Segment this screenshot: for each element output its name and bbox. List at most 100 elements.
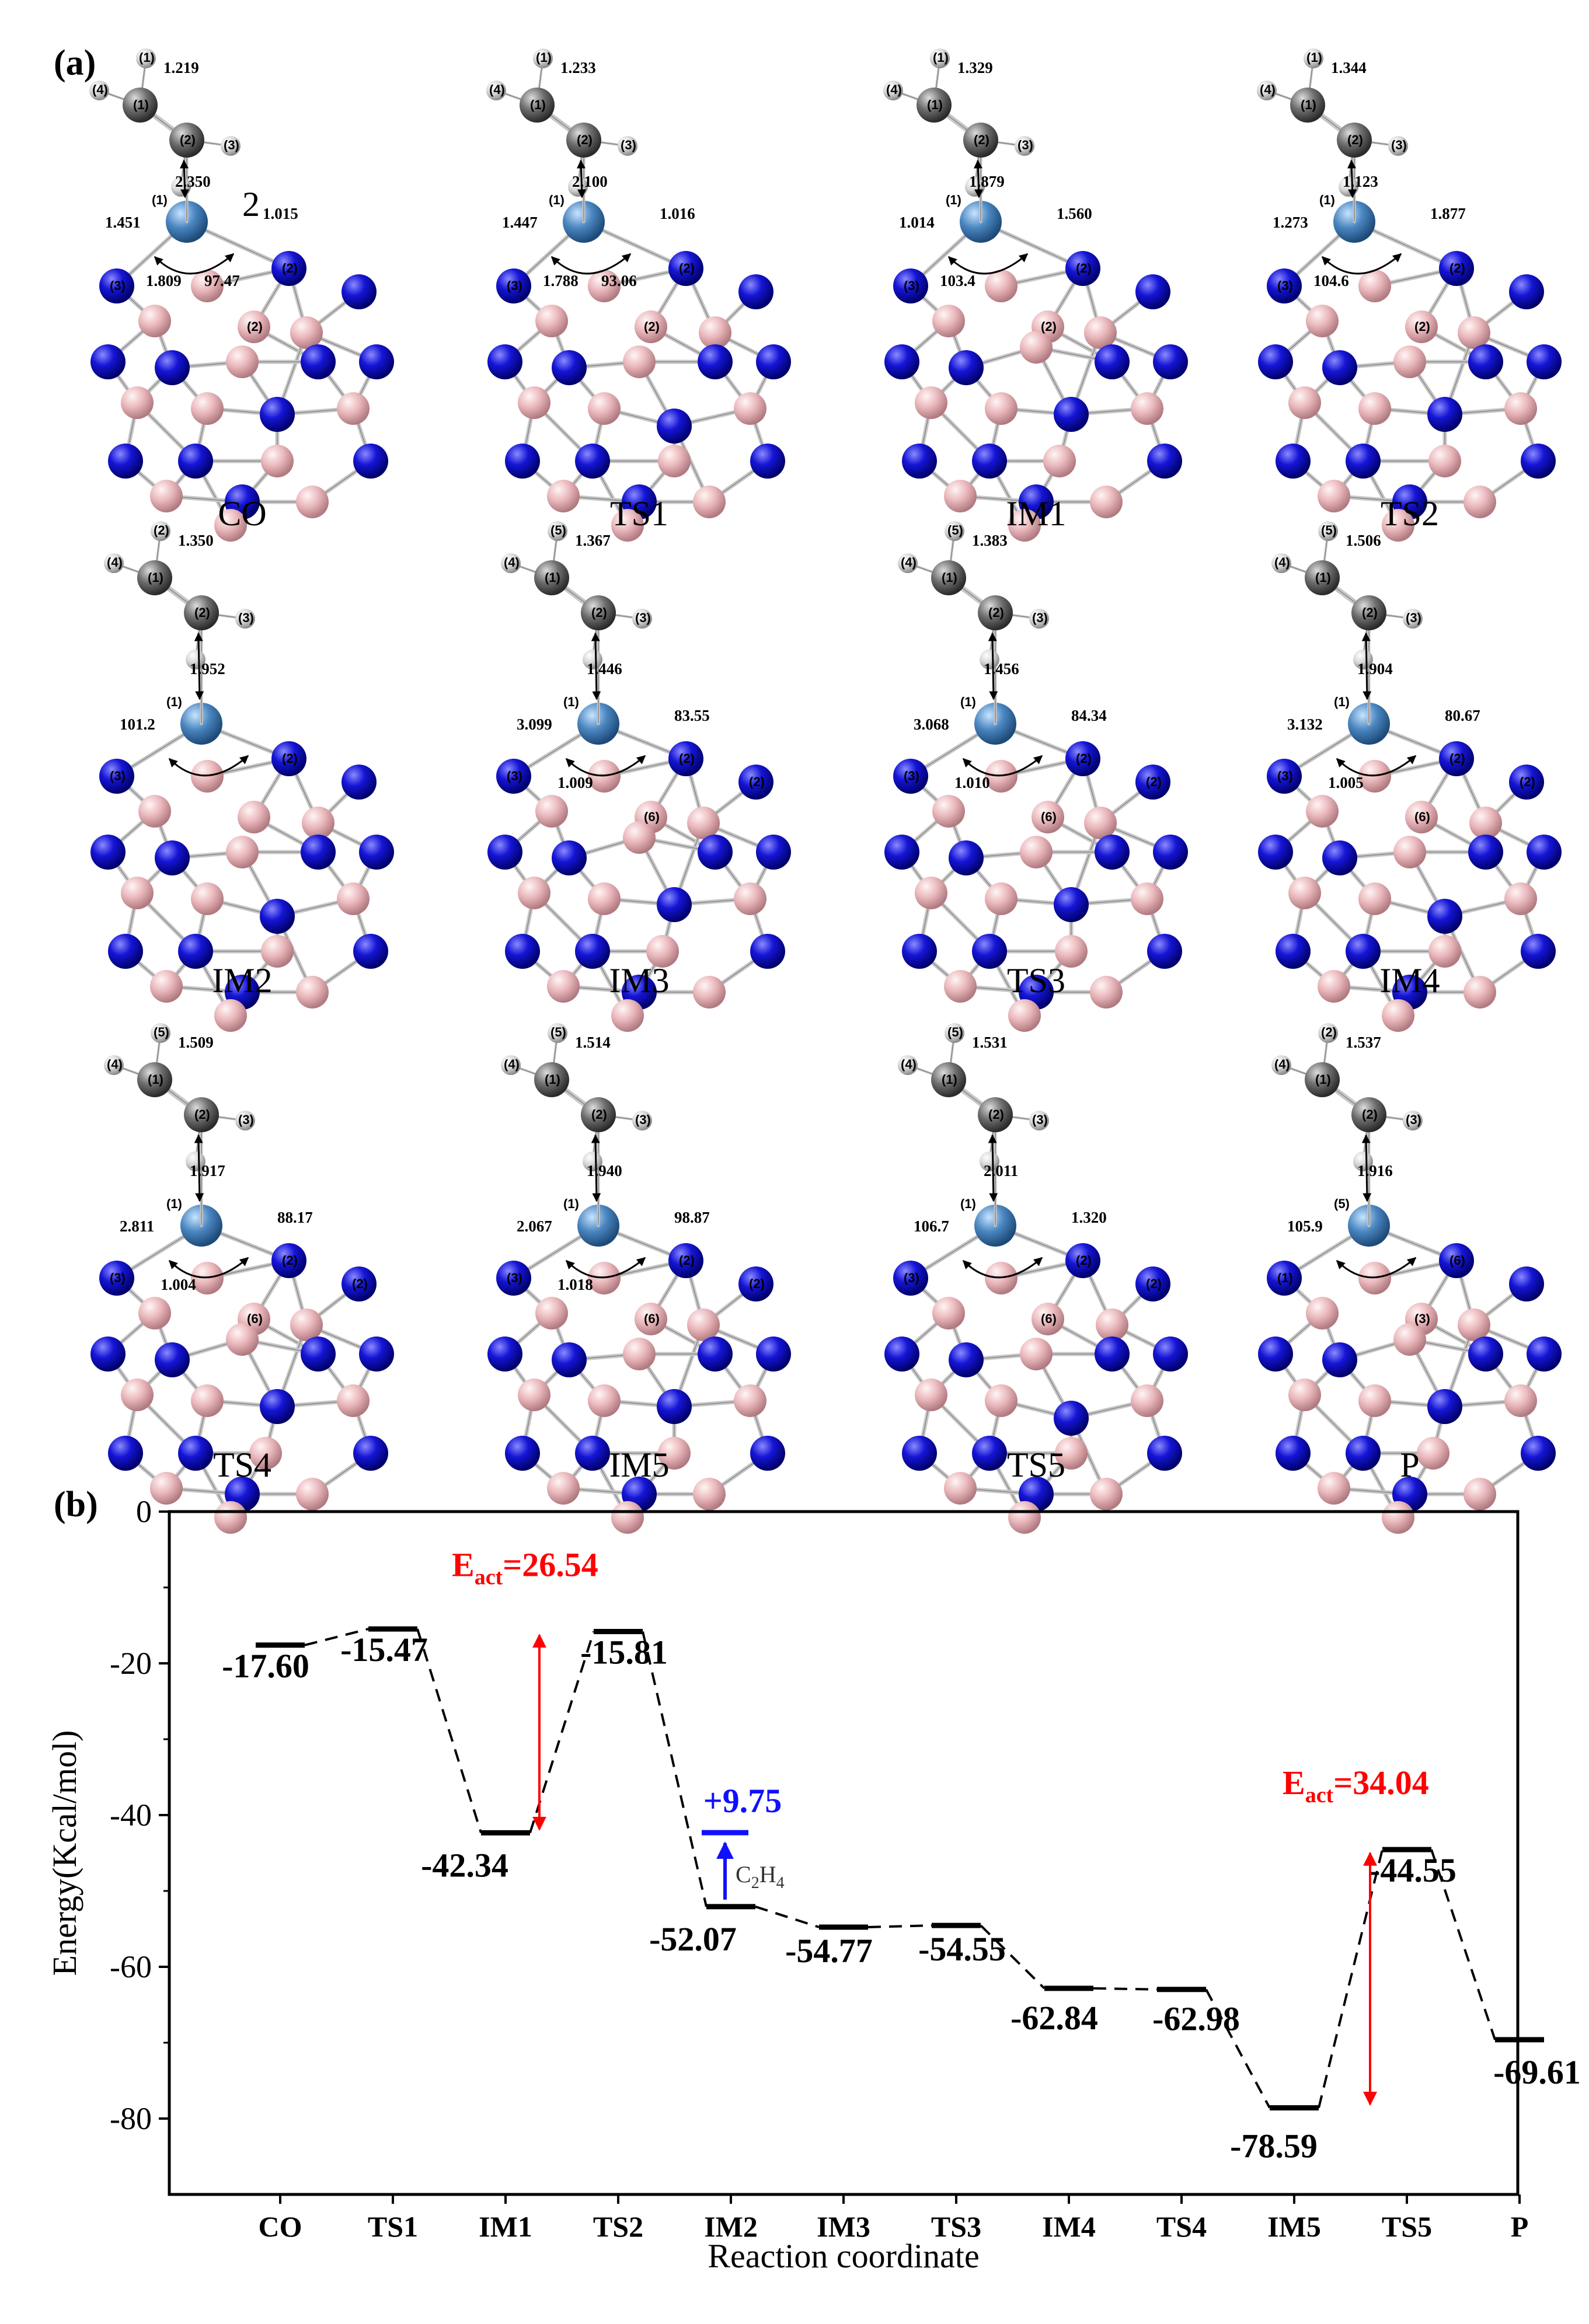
boron-atom <box>1358 1384 1391 1417</box>
nitrogen-atom <box>1095 344 1130 379</box>
boron-atom <box>693 486 726 518</box>
boron-atom <box>191 270 224 302</box>
distance-label: 1.447 <box>502 214 538 231</box>
nitrogen-atom <box>575 1436 610 1471</box>
boron-atom <box>1055 935 1088 968</box>
atom-number: (4) <box>901 555 917 570</box>
structure-im5: (1)(2)(3)(4)(1)(2)(3)(5)(6)(2)1.5141.940… <box>487 1023 791 1534</box>
atom-number: (4) <box>107 555 123 570</box>
distance-label: 3.132 <box>1287 716 1323 733</box>
nitrogen-atom <box>90 835 126 870</box>
nitrogen-atom <box>505 934 540 969</box>
atom-number: (4) <box>489 82 505 97</box>
x-tick-label: IM1 <box>479 2210 532 2243</box>
distance-arrow <box>1361 632 1372 700</box>
atom-number: (1) <box>960 695 976 709</box>
boron-atom <box>588 882 621 915</box>
boron-atom <box>611 509 644 542</box>
hydrogen-atom <box>486 81 506 100</box>
nitrogen-atom <box>1065 1243 1100 1278</box>
atom-number: (1) <box>536 50 552 65</box>
boron-atom <box>1032 801 1064 833</box>
boron-atom <box>1405 310 1438 343</box>
distance-label: 1.233 <box>560 59 596 76</box>
atom-number: (5) <box>154 1025 169 1039</box>
atom-number: (2) <box>591 605 607 620</box>
nitrogen-atom <box>738 765 773 800</box>
value-label: -17.60 <box>222 1647 309 1685</box>
atom-number: (3) <box>507 278 522 293</box>
atom-number: (3) <box>1406 610 1421 625</box>
boron-atom <box>1288 386 1321 419</box>
nitrogen-atom <box>668 1243 703 1278</box>
atom-number: (1) <box>946 193 961 207</box>
atom-number: (5) <box>1334 1196 1350 1211</box>
atom-number: (1) <box>1319 193 1335 207</box>
nitrogen-atom <box>756 835 791 870</box>
angle-arc <box>1336 755 1417 777</box>
nitrogen-atom <box>260 397 295 432</box>
nitrogen-atom <box>271 1243 306 1278</box>
structure-co: (1)(2)(3)(4)(1)(2)(3)(1)(2)1.2192.3501.4… <box>89 48 394 542</box>
boron-atom <box>238 310 270 343</box>
boron-atom <box>214 999 247 1032</box>
nitrogen-atom <box>1276 1436 1311 1471</box>
atom-number: (3) <box>1277 769 1293 783</box>
boron-atom <box>1504 392 1537 425</box>
distance-label: 1.018 <box>557 1276 593 1293</box>
structure-label: IM3 <box>609 961 669 1000</box>
nitrogen-atom <box>698 344 733 379</box>
hydrogen-atom <box>89 81 109 100</box>
atom-number: (3) <box>635 1112 651 1127</box>
boron-atom <box>985 392 1017 425</box>
nitrogen-atom <box>99 268 134 303</box>
atom-number: (3) <box>110 278 126 293</box>
x-tick-label: TS2 <box>593 2210 643 2243</box>
atom-number: (3) <box>507 769 522 783</box>
x-tick-label: IM2 <box>704 2210 758 2243</box>
boron-atom <box>1096 1308 1128 1341</box>
carbon-atom <box>931 1062 966 1097</box>
nitrogen-atom <box>738 274 773 309</box>
hydrogen-atom <box>1271 1055 1291 1075</box>
carbon-atom <box>123 88 158 123</box>
hydrogen-atom <box>235 1111 255 1130</box>
nitrogen-atom <box>756 344 791 379</box>
connector-line <box>1430 1849 1496 2040</box>
atom-number: (1) <box>1306 50 1322 65</box>
nitrogen-atom <box>1439 741 1474 776</box>
boron-atom <box>915 1379 947 1411</box>
nitrogen-atom <box>750 444 785 479</box>
structure-label: IM2 <box>212 961 272 1000</box>
distance-label: 1.383 <box>972 532 1008 549</box>
atom-number: (3) <box>1406 1112 1421 1127</box>
x-tick-label: TS3 <box>931 2210 981 2243</box>
structure-label: P <box>1400 1446 1419 1484</box>
atom-number: (5) <box>550 1025 566 1039</box>
nitrogen-atom <box>1147 1436 1182 1471</box>
boron-atom <box>932 795 965 828</box>
nitrogen-atom <box>1153 835 1188 870</box>
nitrogen-atom <box>552 840 587 875</box>
atom-number: (3) <box>1017 138 1033 152</box>
nitrogen-atom <box>1322 840 1357 875</box>
boron-atom <box>226 836 259 868</box>
nitrogen-atom <box>1439 1243 1474 1278</box>
boron-atom <box>1358 392 1391 425</box>
distance-label: 1.952 <box>190 660 225 678</box>
atom-number: (2) <box>1321 1025 1337 1039</box>
distance-arrow <box>591 632 601 700</box>
atom-number: (2) <box>1146 774 1162 789</box>
nitrogen-atom <box>155 1342 190 1377</box>
atom-number: (1) <box>960 1196 976 1211</box>
atom-number: (2) <box>749 1276 765 1291</box>
nitrogen-atom <box>972 444 1007 479</box>
boron-atom <box>635 310 667 343</box>
atom-number: (2) <box>988 605 1004 620</box>
nitrogen-atom <box>949 840 984 875</box>
nitrogen-atom <box>1065 741 1100 776</box>
atom-number: (3) <box>904 278 919 293</box>
boron-atom <box>226 346 259 378</box>
nitrogen-atom <box>1468 344 1503 379</box>
nitrogen-atom <box>1267 759 1302 794</box>
